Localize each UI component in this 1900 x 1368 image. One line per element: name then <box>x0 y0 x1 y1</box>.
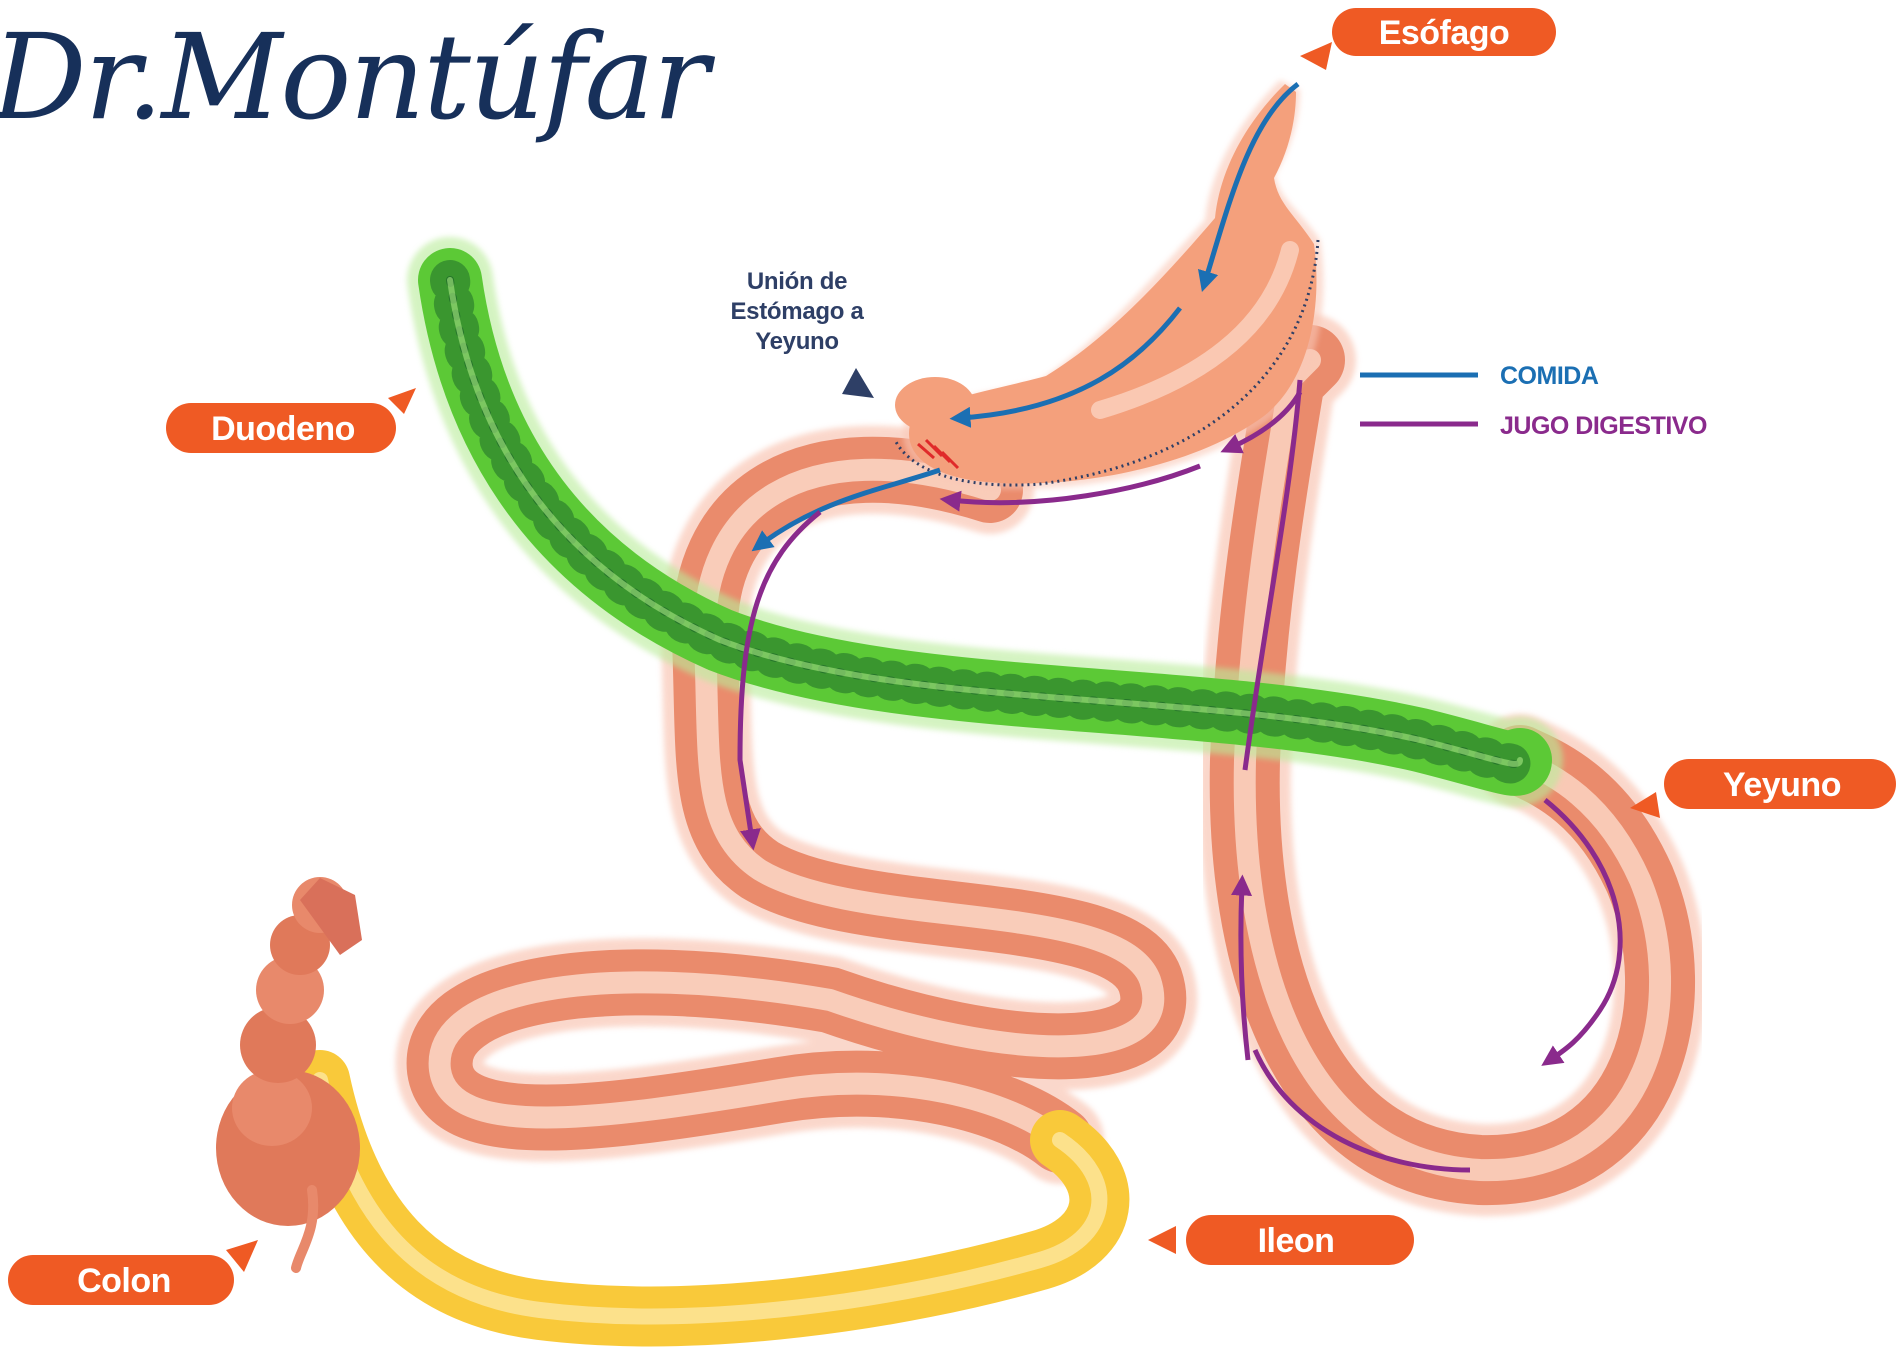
label-duodeno: Duodeno <box>166 388 416 453</box>
legend: COMIDA JUGO DIGESTIVO <box>1360 362 1707 440</box>
legend-label-comida: COMIDA <box>1500 362 1599 390</box>
triangle-pointer-icon <box>842 368 874 398</box>
label-ileon: Ileon <box>1148 1215 1414 1265</box>
label-ileon-text: Ileon <box>1258 1222 1335 1260</box>
legend-label-jugo-digestivo: JUGO DIGESTIVO <box>1500 412 1707 440</box>
legend-item-jugo-digestivo: JUGO DIGESTIVO <box>1360 412 1707 440</box>
label-yeyuno: Yeyuno <box>1630 759 1896 818</box>
label-colon: Colon <box>8 1240 258 1305</box>
triangle-pointer-icon <box>388 388 416 414</box>
triangle-pointer-icon <box>226 1240 258 1272</box>
triangle-pointer-icon <box>1300 42 1332 70</box>
union-label-line1: Unión de <box>747 268 847 295</box>
label-yeyuno-text: Yeyuno <box>1723 766 1841 804</box>
label-esofago: Esófago <box>1300 8 1556 70</box>
union-label-line3: Yeyuno <box>755 328 839 355</box>
triangle-pointer-icon <box>1148 1226 1176 1254</box>
union-label: Unión de Estómago a Yeyuno <box>730 268 874 398</box>
label-duodeno-text: Duodeno <box>211 410 355 448</box>
label-esofago-text: Esófago <box>1379 14 1510 52</box>
legend-item-comida: COMIDA <box>1360 362 1599 390</box>
label-colon-text: Colon <box>77 1262 171 1300</box>
union-label-line2: Estómago a <box>730 298 864 325</box>
logo: Dr.Montúfar <box>0 8 716 146</box>
